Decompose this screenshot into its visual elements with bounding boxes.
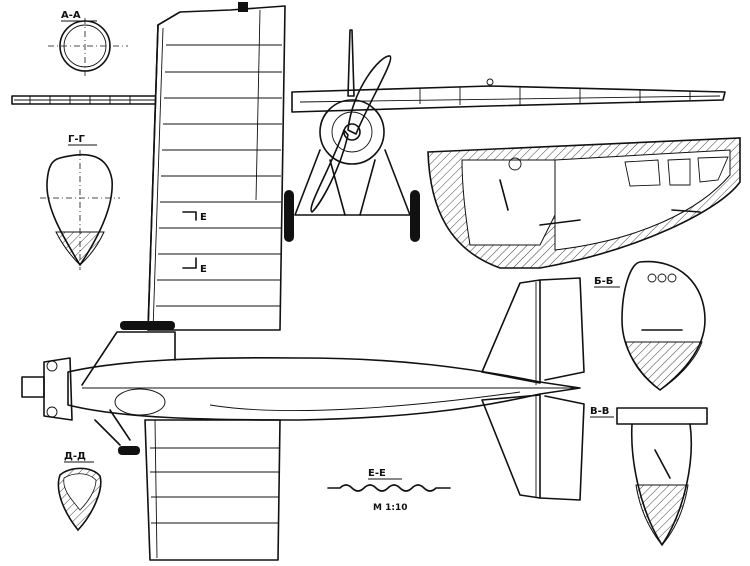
lower-wing-top-view <box>118 419 281 561</box>
section-d-d: Д-Д <box>57 451 102 532</box>
section-a-a: А-А <box>48 10 128 76</box>
wing-ribs <box>156 44 282 307</box>
marker-e-upper: Е <box>200 212 207 223</box>
scale-label: М 1:10 <box>373 503 407 513</box>
section-b-b-label: Б-Б <box>594 276 613 287</box>
section-g-g: Г-Г <box>40 134 120 270</box>
section-v-v-label: В-В <box>590 406 609 417</box>
tail-top-view <box>481 277 585 501</box>
section-d-d-label: Д-Д <box>64 451 86 462</box>
fuselage-side-cutaway <box>427 137 741 269</box>
front-view <box>284 29 726 242</box>
fuselage-top-view <box>21 331 581 446</box>
section-e-e-label: Е-Е <box>368 468 386 479</box>
section-a-a-label: А-А <box>61 10 81 21</box>
section-e-e: Е-Е <box>327 468 451 492</box>
main-wing-top-view: Е Е <box>120 2 286 331</box>
section-g-g-label: Г-Г <box>68 134 86 145</box>
marker-e-lower: Е <box>200 264 207 275</box>
left-wing-front-view <box>11 95 156 105</box>
section-b-b: Б-Б <box>594 260 706 391</box>
section-v-v: В-В <box>590 406 708 546</box>
